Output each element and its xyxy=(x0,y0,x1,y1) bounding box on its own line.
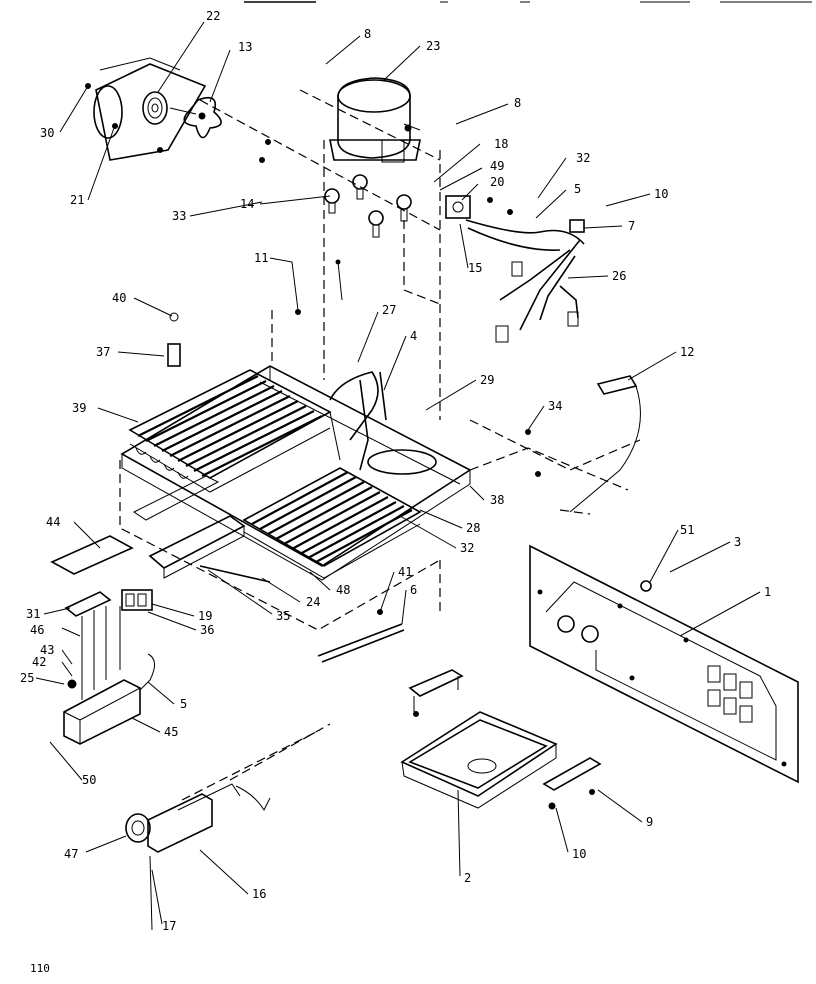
thermostat-assembly xyxy=(125,723,331,931)
callout-7: 7 xyxy=(628,219,635,233)
callout-20: 20 xyxy=(490,175,504,189)
bracket-9 xyxy=(542,757,602,810)
callout-27: 27 xyxy=(382,303,396,317)
relay-and-wiring-harness xyxy=(445,195,585,343)
front-grille-panel xyxy=(529,544,799,784)
callout-31: 31 xyxy=(26,607,40,621)
callout-21: 21 xyxy=(70,193,84,207)
callout-8-right: 8 xyxy=(514,96,521,110)
control-box-assembly xyxy=(63,589,155,745)
callout-47: 47 xyxy=(64,847,78,861)
page-number: 110 xyxy=(30,962,50,975)
callout-46: 46 xyxy=(30,623,44,637)
callout-13: 13 xyxy=(238,40,252,54)
callout-39: 39 xyxy=(72,401,86,415)
callout-17: 17 xyxy=(162,919,176,933)
callout-10-bottom: 10 xyxy=(572,847,586,861)
callout-labels: 22 13 8 23 8 30 18 49 32 20 5 10 21 14 7… xyxy=(20,9,771,933)
callout-38-right: 38 xyxy=(490,493,504,507)
callout-49: 49 xyxy=(490,159,504,173)
small-fasteners xyxy=(167,259,541,477)
callout-41: 41 xyxy=(398,565,412,579)
callout-11: 11 xyxy=(254,251,268,265)
callout-14: 14 xyxy=(240,197,254,211)
drain-pan-and-brackets xyxy=(50,475,271,583)
refrigerant-tubing xyxy=(329,371,387,471)
callout-35: 35 xyxy=(276,609,290,623)
callout-16: 16 xyxy=(252,887,266,901)
callout-34: 34 xyxy=(548,399,562,413)
callout-25: 25 xyxy=(20,671,34,685)
callout-44: 44 xyxy=(46,515,60,529)
callout-40: 40 xyxy=(112,291,126,305)
callout-24: 24 xyxy=(306,595,320,609)
secondary-coil xyxy=(242,467,422,579)
rod-assembly xyxy=(317,609,405,663)
hinge-bracket xyxy=(408,669,464,717)
callout-37: 37 xyxy=(96,345,110,359)
callout-43: 43 xyxy=(40,643,54,657)
callout-50: 50 xyxy=(82,773,96,787)
callout-6: 6 xyxy=(410,583,417,597)
callout-29: 29 xyxy=(480,373,494,387)
callout-15: 15 xyxy=(468,261,482,275)
callout-23: 23 xyxy=(426,39,440,53)
callout-1: 1 xyxy=(764,585,771,599)
callout-4: 4 xyxy=(410,329,417,343)
callout-36: 36 xyxy=(200,623,214,637)
phantom-outlines xyxy=(119,89,641,631)
callout-51: 51 xyxy=(680,523,694,537)
compressor-grommets xyxy=(324,174,412,238)
callout-33: 33 xyxy=(172,209,186,223)
callout-45: 45 xyxy=(164,725,178,739)
callout-19: 19 xyxy=(198,609,212,623)
callout-32-top: 32 xyxy=(576,151,590,165)
callout-5-bottom: 5 xyxy=(180,697,187,711)
sensor-12 xyxy=(569,375,641,513)
compressor xyxy=(329,77,421,163)
callout-30: 30 xyxy=(40,126,54,140)
callout-2: 2 xyxy=(464,871,471,885)
callout-26: 26 xyxy=(612,269,626,283)
callout-18: 18 xyxy=(494,137,508,151)
callout-5-top: 5 xyxy=(574,182,581,196)
callout-22: 22 xyxy=(206,9,220,23)
callout-42: 42 xyxy=(32,655,46,669)
callout-8-top: 8 xyxy=(364,27,371,41)
condenser-fan-motor-assembly xyxy=(85,57,271,163)
callout-12: 12 xyxy=(680,345,694,359)
callout-28: 28 xyxy=(466,521,480,535)
callout-48: 48 xyxy=(336,583,350,597)
callout-3: 3 xyxy=(734,535,741,549)
callout-9: 9 xyxy=(646,815,653,829)
callout-10-top: 10 xyxy=(654,187,668,201)
leader-lines xyxy=(35,21,761,925)
callout-32-mid: 32 xyxy=(460,541,474,555)
drain-pan xyxy=(400,711,558,809)
